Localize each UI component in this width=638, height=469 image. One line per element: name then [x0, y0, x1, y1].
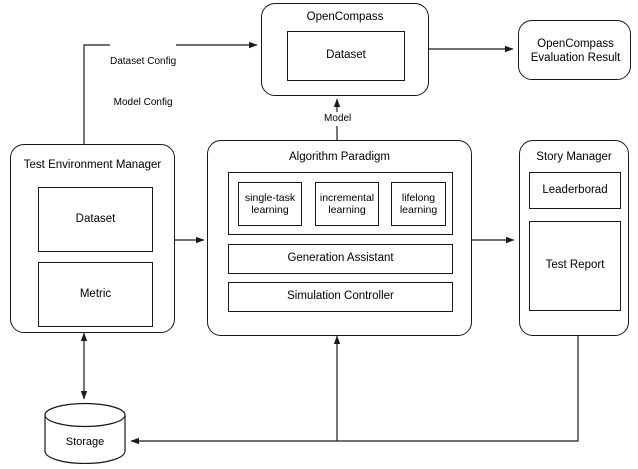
edge-label-dataset-model-config: Dataset Config Model Config	[110, 28, 177, 136]
node-story-manager-title: Story Manager	[536, 151, 612, 163]
node-test-environment-manager[interactable]: Test Environment Manager Dataset Metric	[10, 144, 175, 333]
node-generation-assistant[interactable]: Generation Assistant	[228, 244, 453, 274]
edge-label-line1: Dataset Config	[110, 56, 177, 67]
node-opencompass-evaluation-result-label: OpenCompass Evaluation Result	[519, 21, 632, 81]
edge-label-model: Model	[322, 112, 354, 126]
edge-story-to-storage	[130, 333, 579, 445]
node-algorithm-paradigm-title: Algorithm Paradigm	[289, 151, 390, 163]
storage-cylinder-icon	[44, 402, 126, 465]
node-test-report[interactable]: Test Report	[529, 221, 621, 311]
incremental-learning-line2: learning	[328, 204, 366, 216]
node-opencompass-dataset[interactable]: Dataset	[287, 31, 405, 81]
node-test-environment-manager-title: Test Environment Manager	[23, 159, 162, 171]
incremental-learning-line1: incremental	[319, 191, 375, 204]
result-label-line2: Evaluation Result	[530, 52, 621, 64]
node-tem-metric[interactable]: Metric	[38, 262, 153, 327]
result-label-line1: OpenCompass	[537, 37, 614, 50]
single-task-learning-line2: learning	[251, 204, 289, 216]
node-incremental-learning[interactable]: incremental learning	[315, 182, 379, 226]
node-learning-group: single-task learning incremental learnin…	[228, 172, 453, 235]
node-opencompass[interactable]: OpenCompass Dataset	[261, 3, 429, 96]
node-opencompass-title: OpenCompass	[306, 11, 384, 23]
node-story-manager[interactable]: Story Manager Leaderborad Test Report	[519, 140, 629, 336]
node-opencompass-evaluation-result[interactable]: OpenCompass Evaluation Result	[518, 20, 631, 80]
node-storage-label: Storage	[65, 436, 105, 448]
node-tem-dataset[interactable]: Dataset	[38, 187, 153, 252]
node-single-task-learning[interactable]: single-task learning	[238, 182, 302, 226]
node-simulation-controller[interactable]: Simulation Controller	[228, 282, 453, 312]
edge-label-line2: Model Config	[113, 96, 173, 108]
node-lifelong-learning[interactable]: lifelong learning	[391, 182, 446, 226]
single-task-learning-line1: single-task	[244, 191, 296, 204]
lifelong-learning-line2: learning	[399, 204, 438, 216]
node-storage[interactable]: Storage	[44, 402, 126, 465]
node-algorithm-paradigm[interactable]: Algorithm Paradigm single-task learning …	[207, 140, 472, 336]
lifelong-learning-line1: lifelong	[401, 191, 436, 204]
node-leaderboard[interactable]: Leaderborad	[529, 172, 621, 209]
